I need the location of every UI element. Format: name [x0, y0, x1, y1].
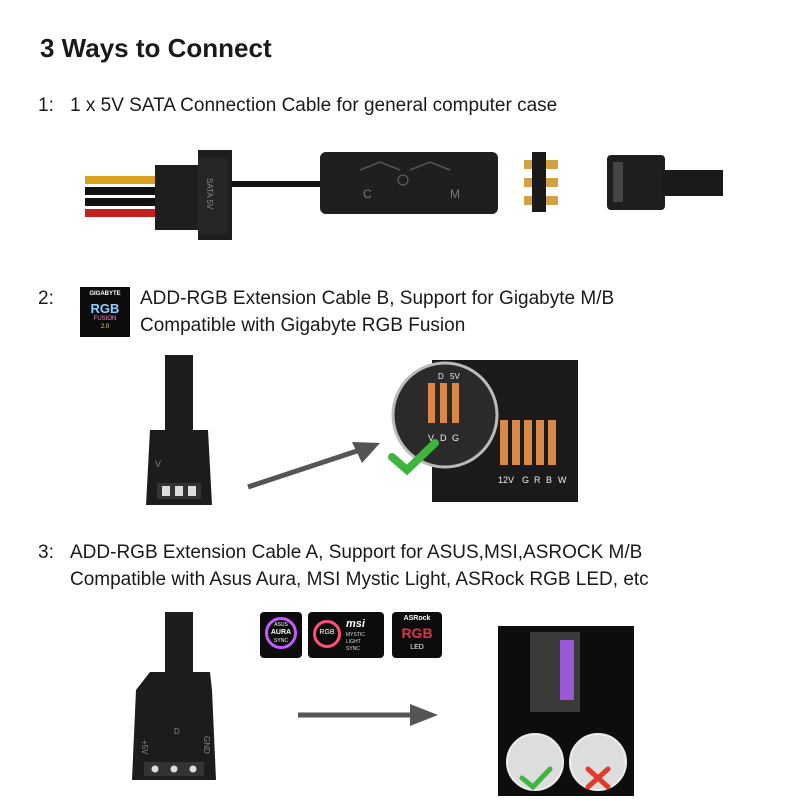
asus-aura-sync-logo: ASUS AURA SYNC	[260, 612, 302, 658]
sata-connector-label: SATA 5V	[205, 178, 214, 210]
chevron-up-icon	[359, 161, 401, 171]
svg-text:V: V	[155, 459, 161, 469]
msi-mystic-light-logo: RGB msi MYSTIC LIGHT SYNC	[308, 612, 384, 658]
svg-text:R: R	[534, 475, 541, 485]
svg-text:G: G	[452, 433, 459, 443]
wire-red	[85, 209, 157, 217]
check-icon	[519, 766, 553, 791]
gigabyte-rgb-fusion-logo: GIGABYTE RGB FUSION 2.0	[80, 287, 130, 337]
cable-b-illustration: V 12V G R B W D 5V V D G	[146, 355, 578, 505]
step-1-number: 1:	[38, 95, 54, 116]
svg-text:5V: 5V	[450, 372, 460, 381]
step-2-description-line-2: Compatible with Gigabyte RGB Fusion	[140, 315, 466, 336]
arrow-head-icon	[410, 704, 438, 726]
step-3-number: 3:	[38, 542, 54, 563]
step-3-description-line-2: Compatible with Asus Aura, MSI Mystic Li…	[70, 569, 649, 590]
cross-icon	[585, 766, 611, 790]
sata-cable-illustration: SATA 5V C M	[85, 150, 723, 240]
pin-header-icon	[524, 152, 558, 212]
svg-text:D: D	[440, 433, 447, 443]
controller-label-c: C	[363, 187, 372, 201]
arrow-icon	[247, 447, 361, 490]
svg-text:12V: 12V	[498, 475, 514, 485]
svg-text:+5V: +5V	[140, 740, 149, 755]
asrock-rgb-led-logo: ASRock RGB LED	[392, 612, 442, 658]
page-title: 3 Ways to Connect	[40, 33, 272, 63]
cable-a-illustration: +5V D GND	[132, 612, 634, 796]
step-3-description-line-1: ADD-RGB Extension Cable A, Support for A…	[70, 542, 643, 563]
svg-text:W: W	[558, 475, 567, 485]
svg-text:V: V	[428, 433, 434, 443]
cable-a-connector	[132, 672, 216, 780]
svg-text:GND: GND	[202, 736, 211, 754]
svg-text:D: D	[174, 727, 180, 736]
power-icon	[397, 174, 409, 186]
svg-text:B: B	[546, 475, 552, 485]
svg-text:D: D	[438, 372, 444, 381]
arrow-head-icon	[352, 442, 380, 463]
step-2-description-line-1: ADD-RGB Extension Cable B, Support for G…	[140, 288, 615, 309]
controller-label-m: M	[450, 187, 460, 201]
step-1-description: 1 x 5V SATA Connection Cable for general…	[70, 95, 558, 116]
check-icon	[388, 439, 439, 476]
svg-text:G: G	[522, 475, 529, 485]
step-2-number: 2:	[38, 288, 54, 309]
wire-yellow	[85, 176, 157, 184]
controller-box	[320, 152, 498, 214]
wrong-header-circle	[569, 733, 627, 791]
chevron-up-icon	[409, 161, 451, 171]
